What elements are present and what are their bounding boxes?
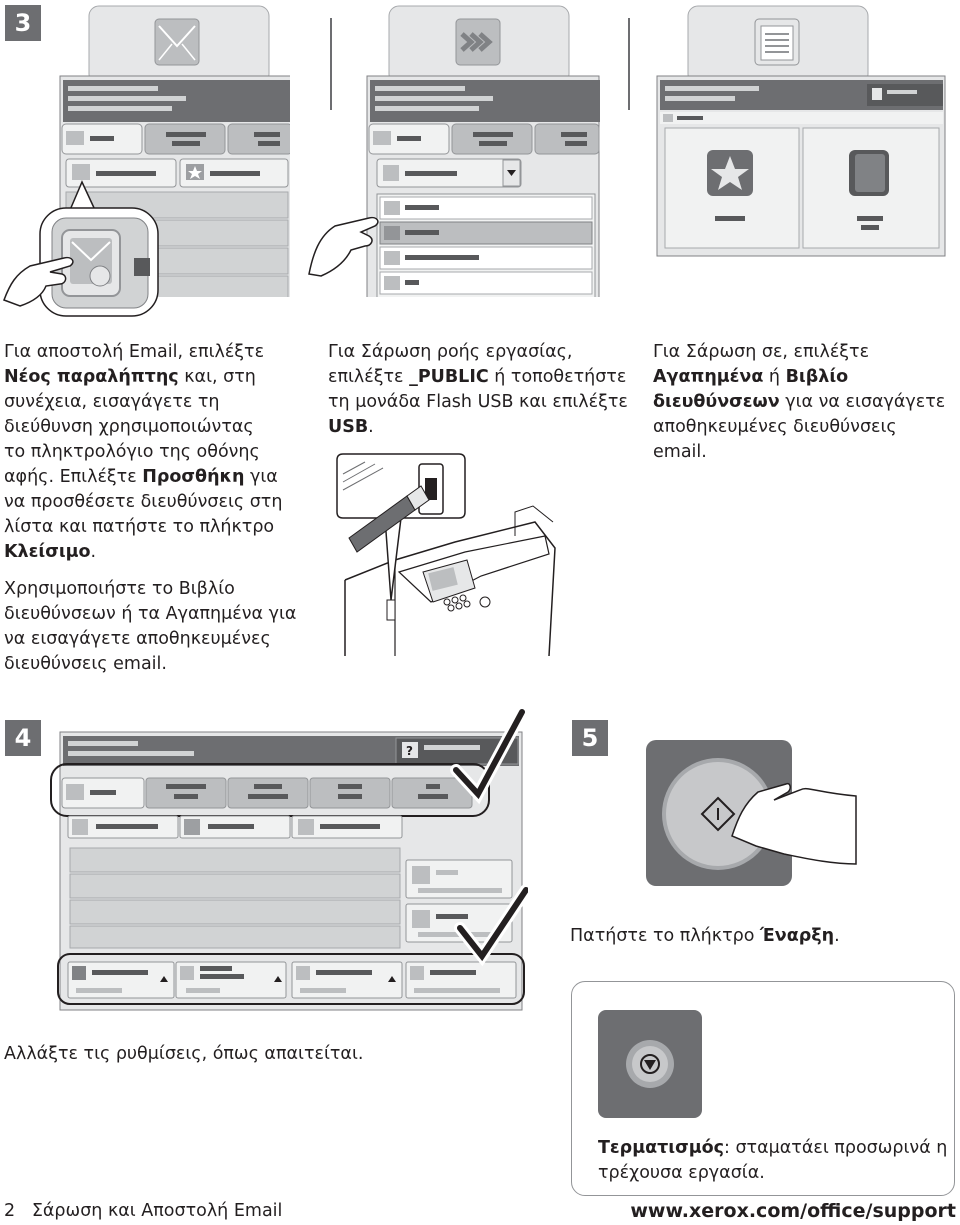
stop-info-box: Τερματισμός: σταματάει προσωρινά η τρέχο… (571, 981, 955, 1196)
new-recipient-callout (0, 180, 165, 320)
stop-description: Τερματισμός: σταματάει προσωρινά η τρέχο… (598, 1138, 948, 1183)
step-badge-4: 4 (5, 720, 41, 756)
step-badge-3: 3 (5, 5, 41, 41)
hand-pointer-icon (2, 244, 82, 314)
scan-to-instructions: Για Σάρωση σε, επιλέξτε Αγαπημένα ή Βιβλ… (653, 342, 946, 462)
divider (330, 18, 332, 110)
scan-to-screen-illustration (655, 4, 947, 257)
step4-caption: Αλλάξτε τις ρυθμίσεις, όπως απαιτείται. (4, 1044, 364, 1064)
usb-printer-illustration (335, 452, 565, 658)
step-badge-5: 5 (572, 720, 608, 756)
stop-button-illustration (598, 1010, 702, 1118)
email-instructions: Για αποστολή Email, επιλέξτε Νέος παραλή… (4, 342, 297, 674)
stop-button-icon (640, 1054, 660, 1074)
svg-text:?: ? (406, 744, 413, 758)
footer-page-title: 2 Σάρωση και Αποστολή Email (4, 1201, 283, 1221)
email-options-screen-illustration: ? (48, 706, 532, 1014)
footer-url[interactable]: www.xerox.com/office/support (630, 1200, 956, 1222)
divider (628, 18, 630, 110)
start-button-illustration (644, 738, 862, 906)
step5-caption: Πατήστε το πλήκτρο Έναρξη. (570, 926, 840, 946)
workflow-instructions: Για Σάρωση ροής εργασίας, επιλέξτε _PUBL… (328, 342, 628, 437)
start-button-icon (700, 796, 736, 832)
checkmark-icon (454, 884, 532, 967)
workflow-screen-illustration (305, 4, 605, 302)
usb-drive-icon (348, 485, 430, 553)
checkmark-icon (450, 706, 528, 805)
